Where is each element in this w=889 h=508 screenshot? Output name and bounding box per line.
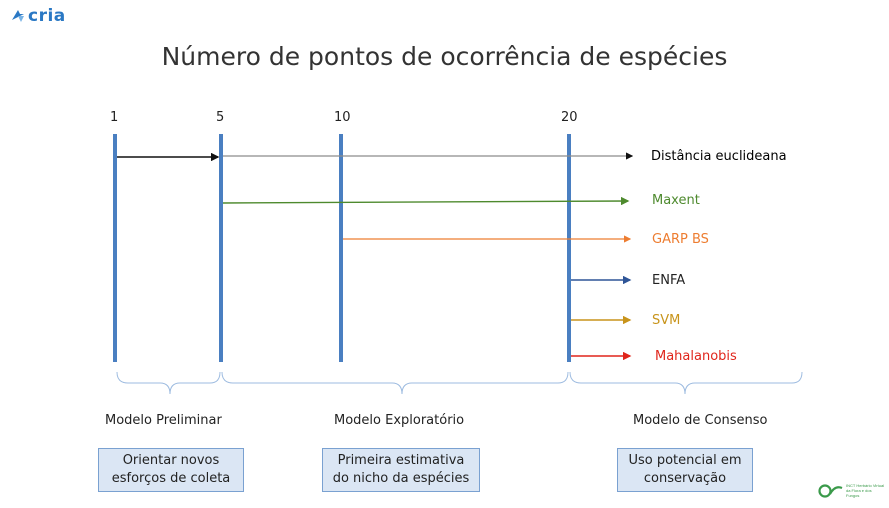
method-label-euclidean: Distância euclideana <box>651 149 787 164</box>
tick-label-5: 5 <box>216 110 225 125</box>
inct-logo-icon <box>818 483 843 498</box>
inct-logo-text: INCT Herbário Virtual da Flora e dos Fun… <box>846 483 885 498</box>
group-label-consenso: Modelo de Consenso <box>633 413 768 428</box>
method-label-mahalanobis: Mahalanobis <box>655 349 737 364</box>
group-label-exploratorio: Modelo Exploratório <box>334 413 465 428</box>
brace-exploratorio <box>221 371 569 395</box>
cria-logo-text: cria <box>28 6 66 26</box>
cria-logo-icon <box>12 10 24 22</box>
page-title: Número de pontos de ocorrência de espéci… <box>161 42 728 71</box>
tick-label-20: 20 <box>561 110 578 125</box>
arrow-maxent <box>222 196 630 206</box>
note-consenso: Uso potencial em conservação <box>617 448 753 492</box>
note-preliminar: Orientar novos esforços de coleta <box>98 448 244 492</box>
method-label-enfa: ENFA <box>652 273 686 288</box>
group-label-preliminar: Modelo Preliminar <box>105 413 222 428</box>
threshold-bar-10 <box>339 134 343 362</box>
threshold-bar-5 <box>219 134 223 362</box>
threshold-bar-20 <box>567 134 571 362</box>
method-label-svm: SVM <box>652 313 681 328</box>
tick-label-1: 1 <box>110 110 119 125</box>
cria-logo: cria <box>10 6 66 26</box>
method-label-maxent: Maxent <box>652 193 700 208</box>
method-label-garp: GARP BS <box>652 232 709 247</box>
threshold-bar-1 <box>113 134 117 362</box>
tick-label-10: 10 <box>334 110 351 125</box>
inct-logo: INCT Herbário Virtual da Flora e dos Fun… <box>818 483 886 498</box>
brace-consenso <box>569 371 803 395</box>
brace-preliminar <box>116 371 221 395</box>
note-exploratorio: Primeira estimativa do nicho da espécies <box>322 448 480 492</box>
